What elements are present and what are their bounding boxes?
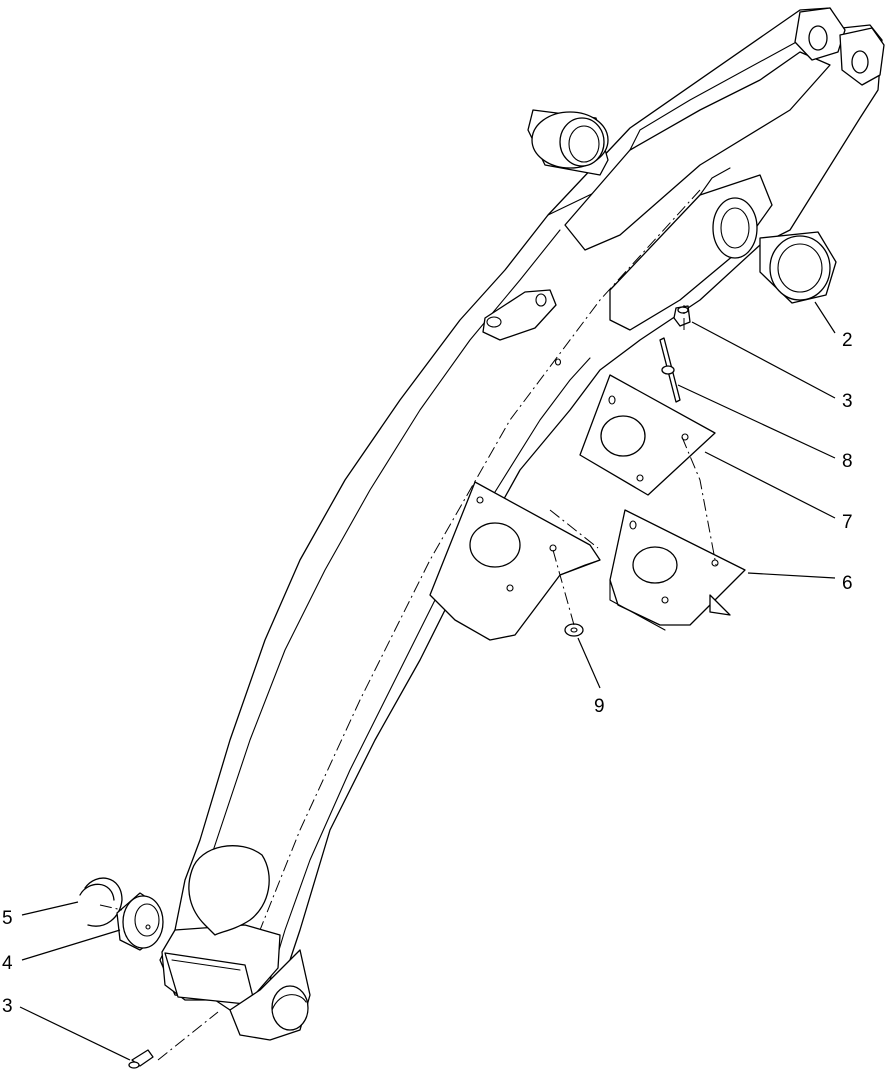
- callout-3-upper: 3: [842, 391, 853, 412]
- rivet-pin: [659, 337, 681, 403]
- callout-3-lower: 3: [2, 996, 13, 1017]
- lift-arm: [159, 7, 885, 1041]
- callout-2: 2: [842, 330, 853, 351]
- callout-9: 9: [594, 696, 605, 717]
- callout-4: 4: [2, 953, 13, 974]
- leader-lines: [19, 301, 836, 1061]
- bracket-right: [609, 509, 746, 631]
- retaining-ring: [79, 877, 123, 927]
- callout-7: 7: [842, 512, 853, 533]
- bushing-lower: [116, 892, 164, 951]
- callout-6: 6: [842, 573, 853, 594]
- callouts: 2 3 8 7 6 9 5 4 3: [2, 330, 853, 1017]
- callout-8: 8: [842, 451, 853, 472]
- bushing-right: [759, 231, 837, 304]
- grease-fitting-upper: [673, 305, 691, 327]
- assembly-lines: [99, 305, 717, 1061]
- callout-5: 5: [2, 908, 13, 929]
- washer: [564, 623, 584, 637]
- grease-fitting-lower: [128, 1049, 154, 1069]
- bushing-upper: [527, 109, 609, 176]
